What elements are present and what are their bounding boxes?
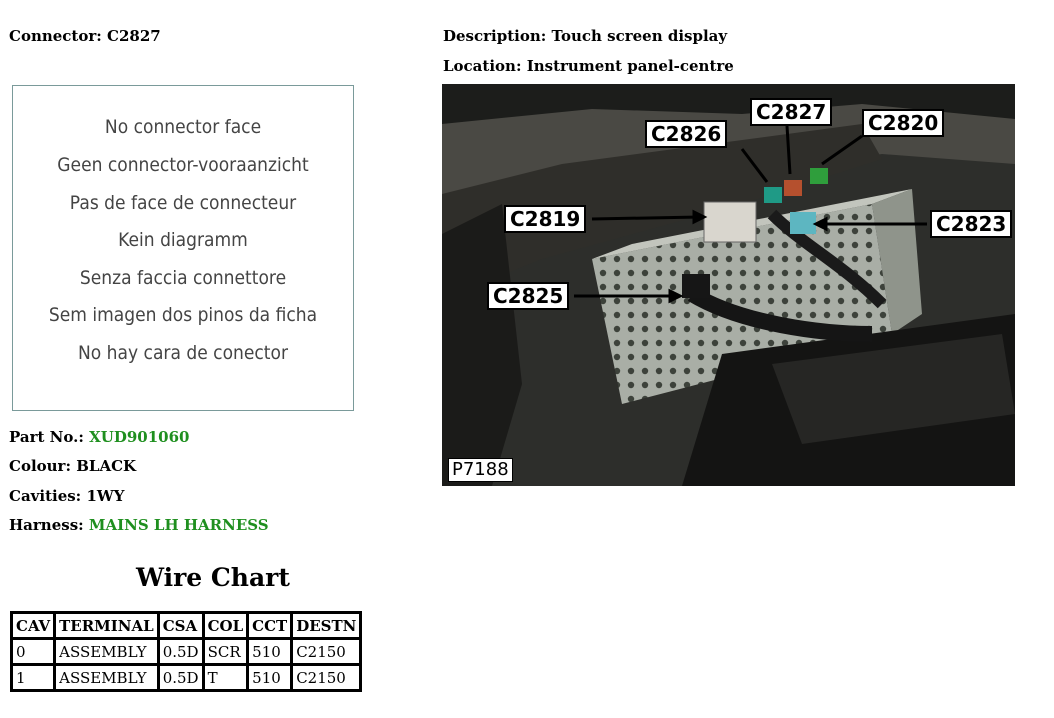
callout-c2825: C2825 xyxy=(487,282,570,310)
no-face-line: No hay cara de conector xyxy=(77,342,289,364)
cavities-value: 1WY xyxy=(86,487,125,505)
no-face-line: Geen connector-vooraanzicht xyxy=(57,154,309,176)
cavities-row: Cavities: 1WY xyxy=(9,487,125,505)
no-face-line: Senza faccia connettore xyxy=(79,267,287,289)
part-number-row: Part No.: XUD901060 xyxy=(9,428,190,446)
wire-chart-title: Wire Chart xyxy=(136,563,290,592)
cell-cct: 510 xyxy=(246,637,294,666)
photo-illustration xyxy=(442,84,1015,486)
connector-label: Connector: C2827 xyxy=(9,27,161,45)
table-header-row: CAV TERMINAL CSA COL CCT DESTN xyxy=(9,611,363,640)
header-col: COL xyxy=(201,611,250,640)
no-face-line: Pas de face de connecteur xyxy=(69,192,297,214)
header-cct: CCT xyxy=(246,611,294,640)
part-number-link[interactable]: XUD901060 xyxy=(89,428,190,446)
cell-terminal: ASSEMBLY xyxy=(53,663,160,692)
colour-value: BLACK xyxy=(76,457,137,475)
no-face-line: No connector face xyxy=(104,116,262,138)
callout-c2819: C2819 xyxy=(504,205,587,233)
header-cav: CAV xyxy=(9,611,57,640)
no-face-line: Kein diagramm xyxy=(118,229,248,251)
harness-row: Harness: MAINS LH HARNESS xyxy=(9,516,269,534)
header-csa: CSA xyxy=(156,611,205,640)
cell-cav: 1 xyxy=(9,663,57,692)
wire-chart-table: CAV TERMINAL CSA COL CCT DESTN 0 ASSEMBL… xyxy=(9,611,363,692)
callout-c2827: C2827 xyxy=(750,98,833,126)
colour-row: Colour: BLACK xyxy=(9,457,137,475)
cell-destn: C2150 xyxy=(290,637,363,666)
cell-destn: C2150 xyxy=(290,663,363,692)
table-row: 1 ASSEMBLY 0.5D T 510 C2150 xyxy=(9,663,363,692)
location-value: Instrument panel-centre xyxy=(526,57,734,75)
cell-cav: 0 xyxy=(9,637,57,666)
header-terminal: TERMINAL xyxy=(53,611,160,640)
connector-value: C2827 xyxy=(107,27,161,45)
callout-c2826: C2826 xyxy=(645,120,728,148)
cell-cct: 510 xyxy=(246,663,294,692)
cell-csa: 0.5D xyxy=(156,663,205,692)
description-value: Touch screen display xyxy=(551,27,728,45)
photo-plate-number: P7188 xyxy=(448,458,513,482)
table-row: 0 ASSEMBLY 0.5D SCR 510 C2150 xyxy=(9,637,363,666)
no-face-line: Sem imagen dos pinos da ficha xyxy=(48,304,318,326)
no-connector-face-panel: No connector face Geen connector-vooraan… xyxy=(12,85,354,411)
callout-c2823: C2823 xyxy=(930,210,1013,238)
harness-link[interactable]: MAINS LH HARNESS xyxy=(88,516,269,534)
description-label: Description: Touch screen display xyxy=(443,27,728,45)
header-destn: DESTN xyxy=(290,611,363,640)
cell-col: SCR xyxy=(201,637,250,666)
callout-c2820: C2820 xyxy=(862,109,945,137)
connector-location-photo: C2827 C2826 C2820 C2819 C2823 C2825 P718… xyxy=(442,84,1015,486)
cell-col: T xyxy=(201,663,250,692)
cell-csa: 0.5D xyxy=(156,637,205,666)
cell-terminal: ASSEMBLY xyxy=(53,637,160,666)
location-label: Location: Instrument panel-centre xyxy=(443,57,734,75)
